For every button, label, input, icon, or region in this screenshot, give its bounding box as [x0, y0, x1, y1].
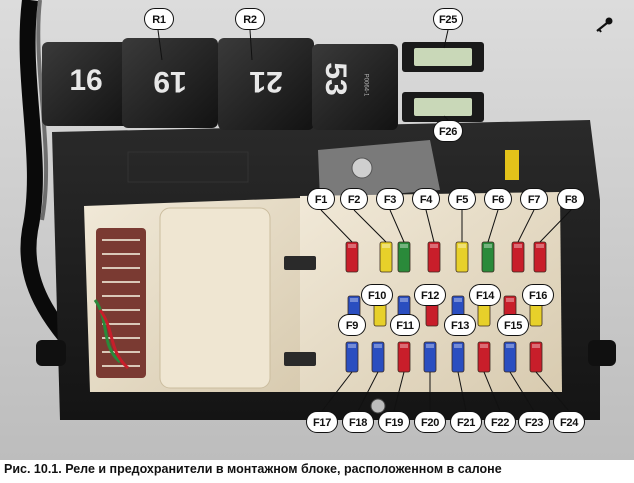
figure-caption: Рис. 10.1. Реле и предохранители в монта…	[4, 462, 502, 476]
label-f12: F12	[414, 284, 446, 306]
connector-pins	[96, 228, 146, 378]
label-f23: F23	[518, 411, 550, 433]
photo-illustration	[0, 0, 634, 460]
label-f6: F6	[484, 188, 512, 210]
relay-r2-body	[218, 38, 314, 130]
label-leader-lines	[157, 29, 572, 412]
label-f25: F25	[433, 8, 463, 30]
label-f13: F13	[444, 314, 476, 336]
label-f17: F17	[306, 411, 338, 433]
label-f10: F10	[361, 284, 393, 306]
relay-16-number: 16	[69, 64, 103, 97]
label-f16: F16	[522, 284, 554, 306]
label-f19: F19	[378, 411, 410, 433]
relay-53-number: 53	[319, 62, 352, 96]
label-r2: R2	[235, 8, 265, 30]
label-f2: F2	[340, 188, 368, 210]
label-f24: F24	[553, 411, 585, 433]
label-f18: F18	[342, 411, 374, 433]
mounting-tab-left	[36, 340, 66, 366]
label-f11: F11	[390, 314, 420, 336]
label-f8: F8	[557, 188, 585, 210]
label-f9: F9	[338, 314, 366, 336]
fuse-f26-body	[414, 98, 472, 116]
label-f14: F14	[469, 284, 501, 306]
relay-53-part-number: P0064-1	[362, 73, 369, 97]
relay-16-body	[42, 42, 130, 126]
label-f20: F20	[414, 411, 446, 433]
label-f5: F5	[448, 188, 476, 210]
label-f4: F4	[412, 188, 440, 210]
wiring-harness	[19, 0, 92, 366]
label-f22: F22	[484, 411, 516, 433]
label-f3: F3	[376, 188, 404, 210]
relay-r2-number: 21	[249, 65, 283, 98]
label-r1: R1	[144, 8, 174, 30]
mounting-tab-right	[588, 340, 616, 366]
fuse-row-bottom	[345, 341, 543, 373]
label-f21: F21	[450, 411, 482, 433]
key-icon	[593, 14, 615, 36]
label-f15: F15	[497, 314, 529, 336]
relay-53-body	[312, 44, 398, 130]
relay-r1-body	[122, 38, 218, 128]
label-f26: F26	[433, 120, 463, 142]
label-f7: F7	[520, 188, 548, 210]
relay-r1-number: 19	[153, 65, 187, 98]
label-f1: F1	[307, 188, 335, 210]
fuse-box-photo: 16 19 21 53 P0064-1 R1 R2 F25 F26 F1 F2 …	[0, 0, 634, 460]
fuse-f25-body	[414, 48, 472, 66]
